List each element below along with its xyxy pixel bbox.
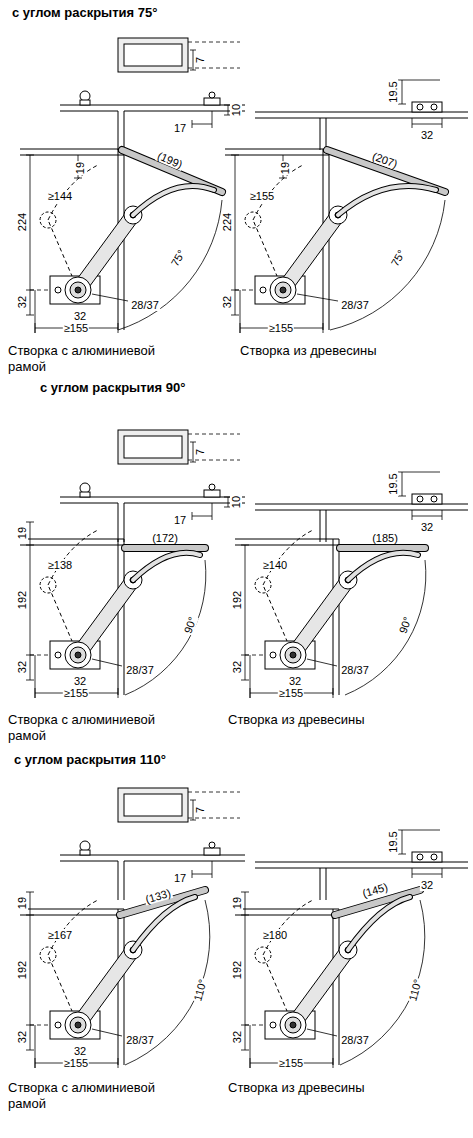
sash-caption: Створка из древесины — [228, 712, 403, 728]
sash-caption: Створка с алюминиевой рамой — [8, 712, 183, 744]
dimension-label: 32 — [231, 1030, 243, 1044]
dimension-label: (145) — [360, 880, 390, 899]
dimension-label: 75° — [388, 247, 408, 269]
dimension-label: 32 — [420, 129, 434, 141]
dimension-label: ≥138 — [47, 559, 73, 571]
dimension-label: ≥180 — [262, 929, 288, 941]
dimension-label: ≥155 — [63, 322, 89, 334]
dimension-label: (207) — [370, 150, 400, 171]
dimension-label: 32 — [73, 675, 87, 687]
dimension-label: ≥155 — [278, 687, 304, 699]
dimension-label: 7 — [194, 806, 206, 814]
dimension-label: 28/37 — [340, 299, 370, 311]
dimension-label: 32 — [420, 521, 434, 533]
dimension-label: 32 — [73, 1045, 87, 1057]
dimension-label: 192 — [231, 960, 243, 980]
sash-caption: Створка с алюминиевой рамой — [8, 1080, 183, 1112]
dimension-label: ≥155 — [278, 1057, 304, 1069]
dimension-label: ≥155 — [268, 322, 294, 334]
dimension-label: 28/37 — [340, 1034, 370, 1046]
dimension-label: (199) — [155, 149, 185, 171]
dimension-label: 28/37 — [130, 299, 160, 311]
dimension-label: 224 — [16, 212, 28, 232]
dimension-label: 19 — [279, 161, 291, 175]
dimension-label: 32 — [16, 660, 28, 674]
dimension-label: ≥140 — [262, 559, 288, 571]
dimension-label: ≥144 — [47, 190, 73, 202]
dimension-label: 192 — [16, 590, 28, 610]
dimension-label: 17 — [173, 514, 187, 526]
dimension-label: (172) — [151, 532, 179, 544]
dimension-label: 192 — [16, 960, 28, 980]
dimension-label: 75° — [168, 247, 188, 269]
dimension-label: 32 — [73, 310, 87, 322]
sash-caption: Створка из древесины — [228, 1080, 403, 1096]
dimension-label: ≥167 — [47, 929, 73, 941]
dimension-label: 19 — [16, 896, 28, 910]
fitting-75-wood — [225, 149, 445, 333]
inset-alu — [60, 38, 245, 150]
dimension-label: 110° — [191, 977, 209, 1003]
sash-caption: Створка из древесины — [240, 343, 415, 359]
dimension-label: (133) — [143, 886, 173, 905]
fitting-90-wood — [235, 530, 426, 698]
dimension-label: 17 — [173, 872, 187, 884]
fitting-90-alu — [20, 522, 206, 698]
inset-alu — [60, 430, 245, 542]
dimension-label: 7 — [194, 448, 206, 456]
inset-alu — [60, 788, 245, 900]
dimension-label: 19 — [231, 896, 243, 910]
dimension-label: 32 — [16, 295, 28, 309]
dimension-label: (185) — [371, 532, 399, 544]
dimension-label: 19.5 — [387, 80, 399, 103]
dimension-label: 32 — [231, 660, 243, 674]
dimension-label: 224 — [221, 212, 233, 232]
dimension-label: 28/37 — [340, 664, 370, 676]
dimension-label: ≥155 — [249, 190, 275, 202]
dimension-label: 10 — [230, 103, 242, 117]
dimension-label: 28/37 — [125, 1034, 155, 1046]
sash-caption: Створка с алюминиевой рамой — [8, 343, 183, 375]
dimension-label: 90° — [396, 614, 414, 636]
section-heading: с углом раскрытия 110° — [14, 752, 166, 767]
dimension-label: 32 — [420, 879, 434, 891]
dimension-label: 19.5 — [387, 472, 399, 495]
section-heading: с углом раскрытия 90° — [40, 380, 185, 395]
dimension-label: 110° — [406, 977, 424, 1003]
fitting-75-alu — [20, 149, 222, 333]
inset-wood — [255, 472, 468, 542]
dimension-label: 32 — [221, 295, 233, 309]
dimension-label: 192 — [231, 590, 243, 610]
inset-wood — [255, 830, 468, 900]
dimension-label: 28/37 — [125, 664, 155, 676]
dimension-label: 90° — [181, 614, 199, 636]
dimension-label: ≥155 — [63, 1057, 89, 1069]
dimension-label: ≥155 — [63, 687, 89, 699]
dimension-label: 7 — [194, 56, 206, 64]
fitting-110-wood — [235, 890, 425, 1068]
section-heading: с углом раскрытия 75° — [12, 5, 157, 20]
fitting-110-alu — [20, 890, 210, 1068]
dimension-label: 19 — [16, 526, 28, 540]
dimension-label: 32 — [288, 675, 302, 687]
dimension-label: 32 — [16, 1030, 28, 1044]
inset-wood — [255, 80, 468, 150]
dimension-label: 19 — [74, 161, 86, 175]
dimension-label: 19.5 — [387, 830, 399, 853]
dimension-label: 17 — [173, 122, 187, 134]
dimension-label: 10 — [230, 495, 242, 509]
